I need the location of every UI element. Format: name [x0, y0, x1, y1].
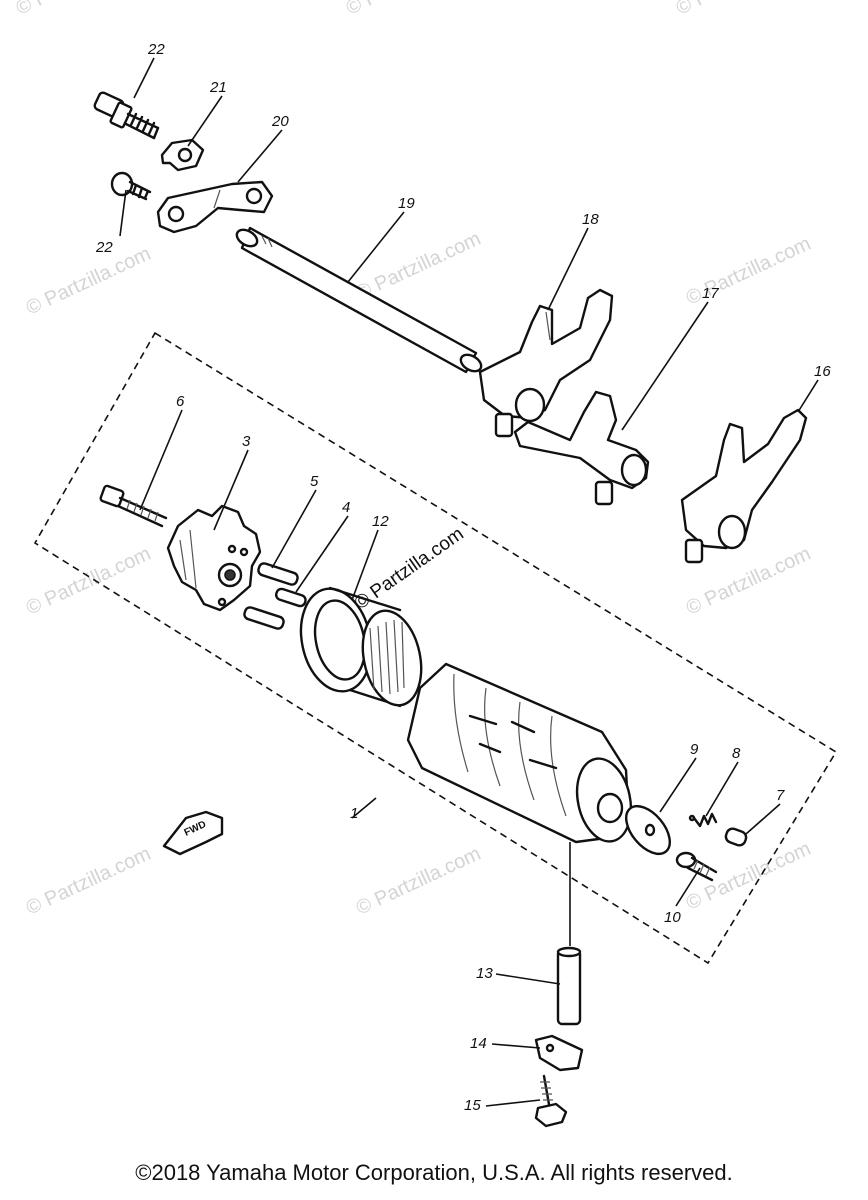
fwd-arrow: FWD: [162, 810, 224, 856]
callout-4: 4: [342, 499, 350, 516]
watermark: © Partzilla.com: [353, 843, 484, 920]
callout-19: 20: [271, 113, 289, 130]
part-12-pin: [556, 946, 582, 1026]
watermark: © Partzilla.com: [23, 543, 154, 620]
part-10-plug-screw: [675, 851, 718, 882]
callout-3: 3: [242, 433, 251, 450]
part-22-screw: [110, 171, 152, 201]
callout-21: 22: [147, 41, 165, 58]
callout-7: 7: [776, 787, 785, 804]
part-7-plunger: [724, 827, 748, 847]
callout-17: 18: [582, 211, 599, 228]
callout-labels: 22 21 20 22 19 18 17 16 6 3 5 4 12 1 9 8…: [95, 41, 831, 1114]
watermark: © Partzilla.com: [343, 0, 474, 20]
callout-13: 14: [470, 1035, 487, 1052]
watermark: © Partzilla.com: [23, 243, 154, 320]
callout-10: 10: [664, 909, 681, 926]
callout-18: 19: [398, 195, 415, 212]
callout-5: 5: [310, 473, 319, 490]
watermark: © Partzilla.com: [13, 0, 144, 20]
part-9-washer: [625, 805, 671, 855]
watermark: © Partzilla.com: [353, 228, 484, 305]
callout-8: 8: [732, 745, 741, 762]
part-16-shift-fork: [513, 390, 650, 506]
part-13-retainer: [534, 1034, 584, 1072]
part-19-stopper-plate: [156, 180, 274, 234]
callout-11: 12: [372, 513, 389, 530]
part-15-shift-fork: [680, 408, 808, 564]
leader-lines: [119, 57, 819, 1107]
watermark-group: © Partzilla.com © Partzilla.com © Partzi…: [13, 0, 814, 920]
watermark: © Partzilla.com: [23, 843, 154, 920]
part-20-lock-washer: [160, 138, 205, 172]
part-3-segment: [166, 504, 262, 612]
callout-9: 9: [690, 741, 699, 758]
part-4-pin: [274, 587, 307, 608]
callout-16: 17: [702, 285, 719, 302]
callout-6: 6: [176, 393, 185, 410]
callout-15: 16: [814, 363, 831, 380]
callout-22: 22: [95, 239, 113, 256]
part-11-bearing: [299, 586, 423, 708]
assembly-boundary: [33, 331, 838, 965]
part-6-bolt: [99, 484, 168, 528]
watermark: © Partzilla.com: [673, 0, 804, 20]
callout-12: 13: [476, 965, 493, 982]
part-21-bolt: [93, 91, 160, 140]
callout-14: 15: [464, 1097, 481, 1114]
part-5-dowel-pin: [243, 562, 299, 630]
part-17-shift-fork: [478, 288, 614, 438]
part-1-shift-drum: [406, 662, 633, 844]
part-18-guide-shaft: [235, 226, 483, 374]
callout-20: 21: [209, 79, 227, 96]
part-8-spring: [688, 812, 718, 828]
part-14-bolt: [534, 1074, 568, 1128]
copyright-notice: ©2018 Yamaha Motor Corporation, U.S.A. A…: [135, 1160, 733, 1185]
callout-1: 1: [350, 805, 358, 822]
